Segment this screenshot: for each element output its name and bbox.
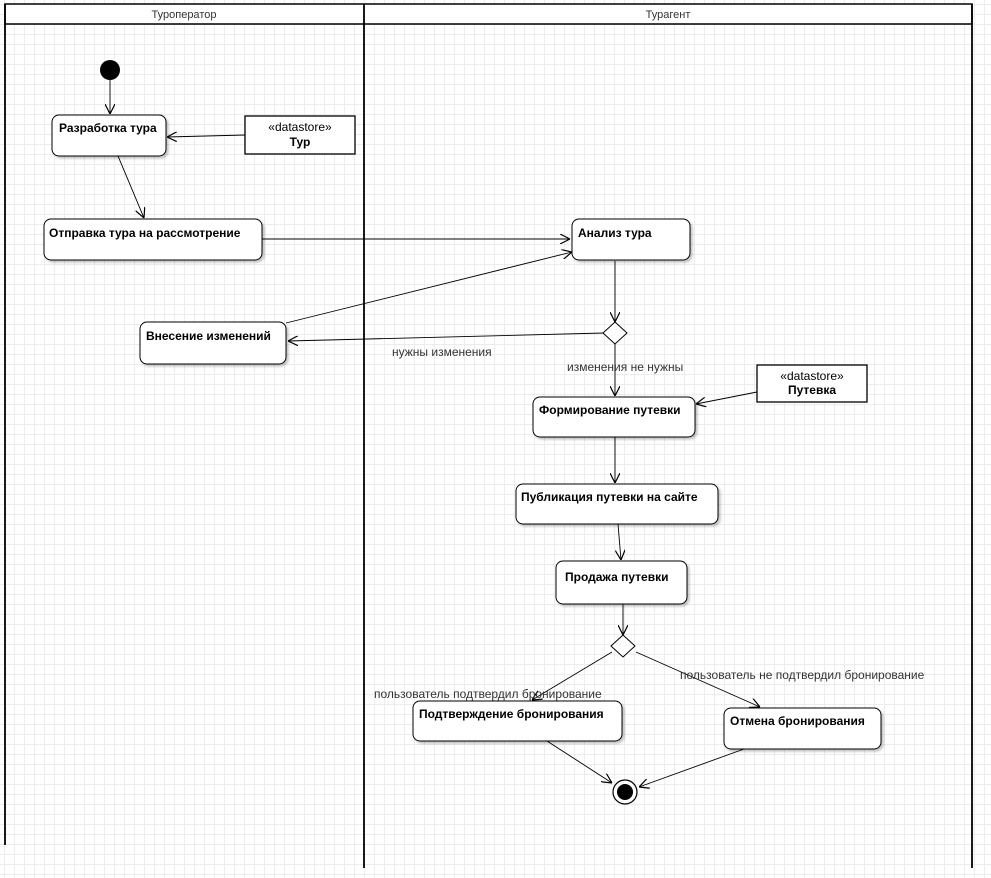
action-label: Продажа путевки [565, 570, 668, 584]
edge-decision-to-cancel [635, 651, 760, 707]
datastore-name: Тур [290, 135, 311, 149]
edge-tour-store-to-develop [167, 135, 246, 137]
action-label: Внесение изменений [146, 329, 271, 343]
action-label: Формирование путевки [539, 403, 681, 417]
action-sell-voucher: Продажа путевки [555, 560, 688, 605]
edge-label-changes-needed: нужны изменения [392, 345, 492, 359]
edge-publish-to-sell [618, 523, 621, 560]
action-make-changes: Внесение изменений [139, 321, 287, 365]
edge-decision-to-confirm [532, 651, 613, 700]
final-node [612, 779, 638, 805]
datastore-stereotype: «datastore» [268, 120, 332, 134]
action-label: Разработка тура [59, 121, 157, 135]
action-form-voucher: Формирование путевки [532, 396, 696, 438]
edge-label-user-confirmed: пользователь подтвердил бронирование [374, 687, 602, 701]
action-label: Отправка тура на рассмотрение [49, 226, 241, 240]
edges [110, 80, 760, 787]
edge-label-changes-not-needed: изменения не нужны [567, 360, 683, 374]
datastore-tour: «datastore» Тур [244, 115, 356, 155]
action-publish-voucher: Публикация путевки на сайте [515, 483, 719, 525]
action-cancel-booking: Отмена бронирования [723, 707, 882, 750]
datastore-stereotype: «datastore» [780, 369, 844, 383]
swimlane-title-tour-operator: Туроператор [152, 9, 217, 21]
action-confirm-booking: Подтверждение бронирования [412, 700, 623, 742]
action-label: Анализ тура [578, 226, 652, 240]
swimlane-title-travel-agent: Турагент [646, 9, 691, 21]
edge-develop-to-send [117, 155, 144, 218]
swimlane-frame: Туроператор Турагент [4, 3, 973, 868]
decision-node-booking [610, 634, 636, 658]
initial-node [100, 60, 120, 80]
edge-decision-to-changes [288, 332, 605, 341]
edge-confirm-to-end [546, 740, 612, 783]
action-analyze-tour: Анализ тура [571, 218, 691, 261]
decision-node-analysis [602, 321, 628, 345]
action-label: Отмена бронирования [730, 714, 865, 728]
edge-voucher-store-to-form [696, 391, 758, 404]
datastore-voucher: «datastore» Путевка [756, 364, 868, 403]
action-label: Подтверждение бронирования [419, 707, 604, 721]
action-develop-tour: Разработка тура [51, 114, 167, 157]
action-send-tour: Отправка тура на рассмотрение [43, 218, 263, 261]
action-label: Публикация путевки на сайте [521, 490, 698, 504]
edge-label-user-not-confirmed: пользователь не подтвердил бронирование [680, 668, 925, 682]
datastore-name: Путевка [788, 383, 836, 397]
edge-changes-to-analyze [285, 252, 572, 324]
swimlane-header [4, 3, 973, 25]
edge-cancel-to-end [639, 748, 745, 787]
